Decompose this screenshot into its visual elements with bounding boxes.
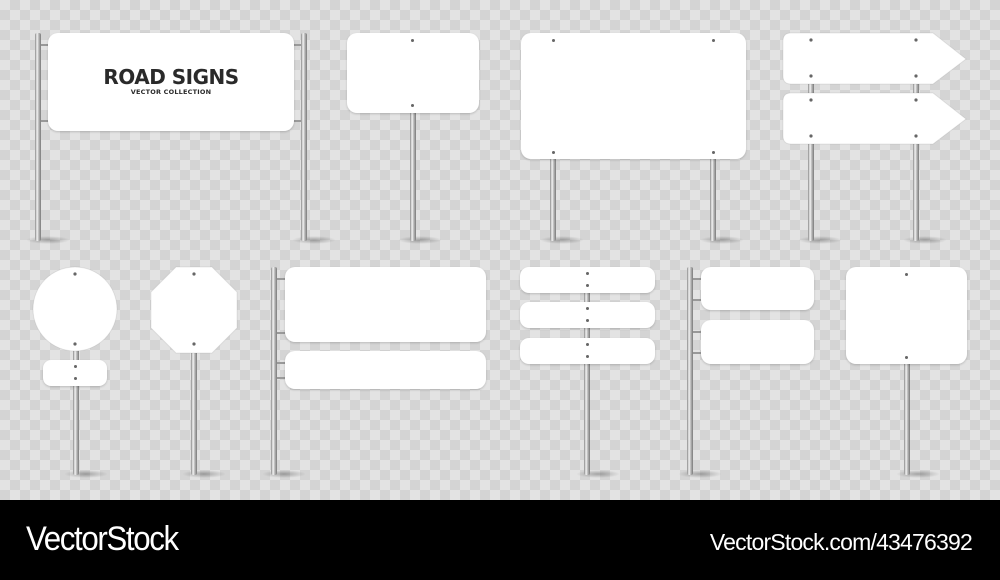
round-sign [32, 266, 118, 352]
banner-subtitle: VECTOR COLLECTION [130, 88, 212, 96]
checkerboard-background: ROAD SIGNS VECTOR COLLECTION [0, 0, 1000, 500]
pole [35, 33, 41, 241]
octagon-sign [150, 266, 238, 354]
banner-board: ROAD SIGNS VECTOR COLLECTION [48, 33, 294, 131]
brand-logo: VectorStock [26, 520, 179, 558]
banner-title: ROAD SIGNS [103, 65, 239, 89]
arrow-sign-bottom [782, 92, 967, 145]
arrow-sign-top [782, 32, 967, 85]
image-url: VectorStock.com/43476392 [709, 529, 973, 555]
watermark-footer: VectorStock VectorStock.com/43476392 [0, 500, 1000, 580]
pole [301, 33, 307, 241]
